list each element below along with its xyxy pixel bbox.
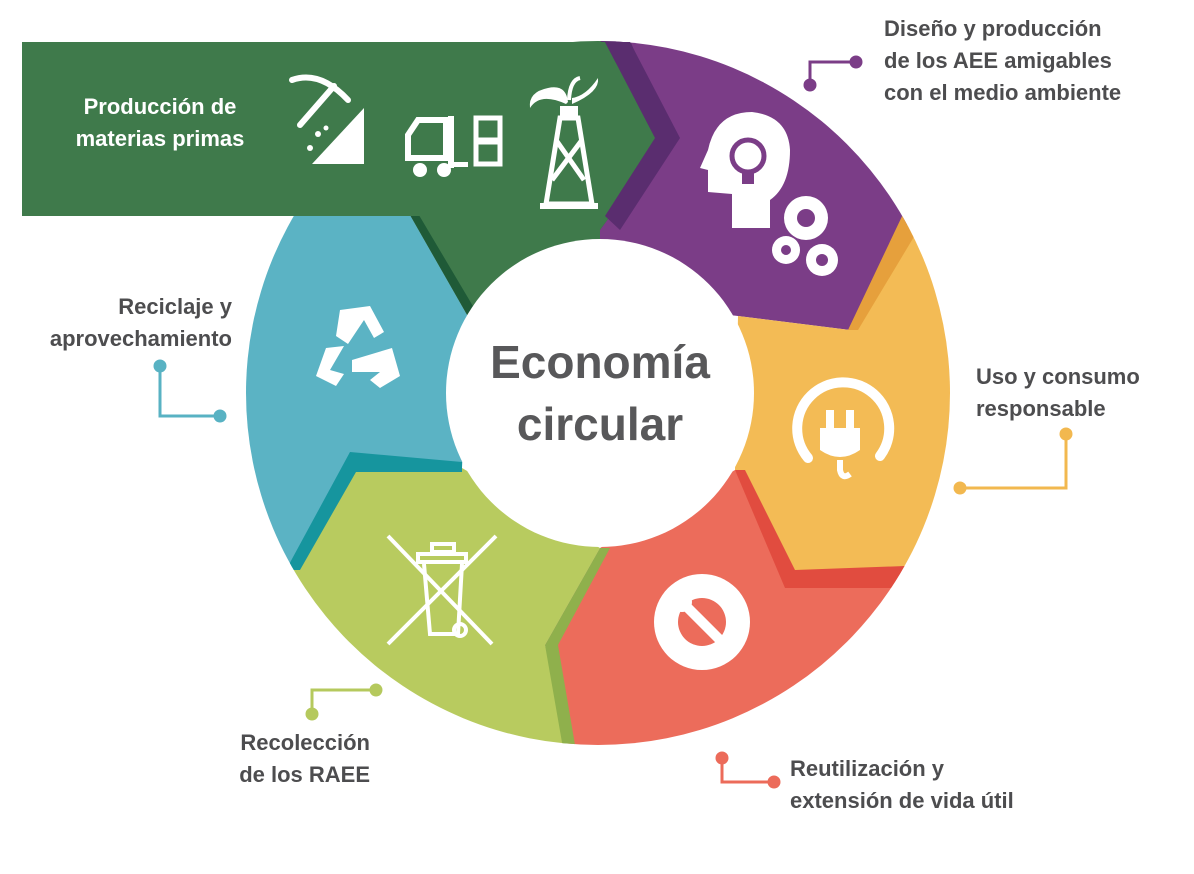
segment-reciclaje-band bbox=[286, 452, 462, 570]
connector-reciclaje bbox=[153, 359, 227, 423]
label-reciclaje-line2: aprovechamiento bbox=[50, 326, 232, 351]
segment-uso-band bbox=[848, 210, 930, 330]
pickaxe-icon bbox=[289, 74, 364, 164]
connector-uso bbox=[953, 427, 1073, 495]
forklift-icon bbox=[405, 115, 503, 177]
segment-recoleccion-band bbox=[545, 548, 610, 745]
label-materias-line1: Producción de bbox=[84, 94, 237, 119]
segment-diseno bbox=[600, 41, 950, 330]
label-uso-line1: Uso y consumo bbox=[976, 364, 1140, 389]
label-diseno-line3: con el medio ambiente bbox=[884, 80, 1121, 105]
recycle-icon bbox=[316, 306, 400, 388]
oil-derrick-icon bbox=[529, 76, 599, 209]
banner-materias-edge bbox=[605, 42, 680, 230]
wrench-gear-icon bbox=[654, 574, 750, 670]
label-reutilizacion-line2: extensión de vida útil bbox=[790, 788, 1014, 813]
label-diseno-line1: Diseño y producción bbox=[884, 16, 1102, 41]
connector-diseno bbox=[803, 55, 863, 92]
power-plug-icon bbox=[792, 377, 895, 480]
banner-materias bbox=[22, 42, 655, 216]
crossed-bin-icon bbox=[386, 534, 498, 646]
label-reutilizacion-line1: Reutilización y bbox=[790, 756, 945, 781]
label-diseno-line2: de los AEE amigables bbox=[884, 48, 1112, 73]
label-materias-line2: materias primas bbox=[76, 126, 245, 151]
label-uso-line2: responsable bbox=[976, 396, 1106, 421]
label-recoleccion-line1: Recolección bbox=[240, 730, 370, 755]
center-title-line1: Economía bbox=[490, 336, 710, 388]
gears-icon bbox=[772, 196, 838, 276]
connector-reutilizacion bbox=[715, 751, 781, 789]
segment-reutilizacion-band bbox=[735, 470, 905, 588]
label-reciclaje-line1: Reciclaje y bbox=[118, 294, 233, 319]
segment-uso bbox=[735, 220, 950, 572]
connector-recoleccion bbox=[305, 683, 383, 721]
center-title-line2: circular bbox=[517, 398, 683, 450]
label-recoleccion-line2: de los RAEE bbox=[239, 762, 370, 787]
segment-reciclaje bbox=[246, 215, 470, 570]
center-circle bbox=[446, 239, 754, 547]
head-lightbulb-icon bbox=[700, 112, 790, 228]
